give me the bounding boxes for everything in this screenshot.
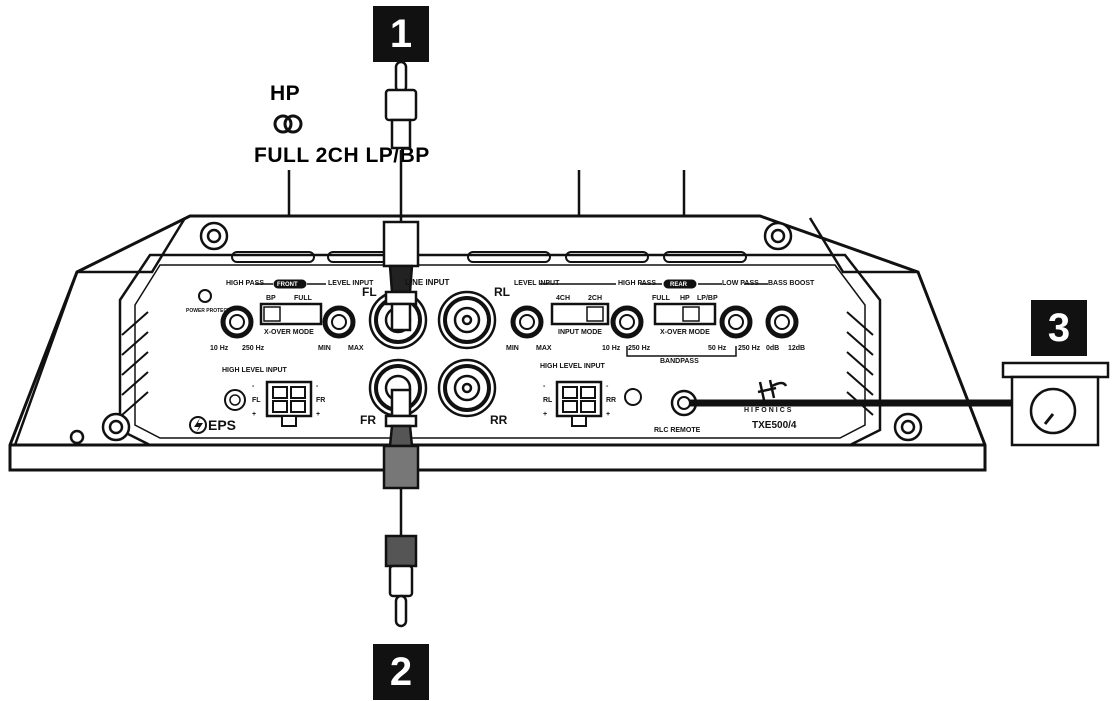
line-rl-label: RL xyxy=(494,285,510,299)
hl-rl-minus: - xyxy=(543,383,546,390)
front-min: MIN xyxy=(318,345,331,352)
hl-fr-label: FR xyxy=(316,397,325,404)
rings-icon xyxy=(273,114,303,134)
front-bp-label: BP xyxy=(266,295,276,302)
amplifier-body xyxy=(8,214,987,472)
rear-max: MAX xyxy=(536,345,552,352)
line-fl-label: FL xyxy=(362,285,377,299)
front-controls xyxy=(198,279,356,427)
line-fr-label: FR xyxy=(360,413,376,427)
callout-1: 1 xyxy=(373,6,429,62)
rear-0db: 0dB xyxy=(766,345,779,352)
power-protect-label: POWER PROTECT xyxy=(186,308,230,314)
rear-controls xyxy=(510,279,799,427)
rear-high-level-input-label: HIGH LEVEL INPUT xyxy=(540,363,606,370)
rca-plug-1 xyxy=(382,60,420,332)
front-xover-mode-label: X-OVER MODE xyxy=(264,329,314,336)
line-rr-label: RR xyxy=(490,413,508,427)
brand-label: HIFONICS xyxy=(744,407,793,414)
eps-bolt-icon xyxy=(189,416,207,434)
rear-bandpass-label: BANDPASS xyxy=(660,358,699,365)
front-high-pass-label: HIGH PASS xyxy=(226,280,264,287)
rear-level-input-label: LEVEL INPUT xyxy=(514,280,560,287)
hl-rr-label: RR xyxy=(606,397,616,404)
rca-jacks xyxy=(368,290,497,418)
rear-2ch-label: 2CH xyxy=(588,295,602,302)
line-input-title: LINE INPUT xyxy=(405,278,450,287)
rear-full-label: FULL xyxy=(652,295,671,302)
hl-fr-plus: + xyxy=(316,411,320,418)
rear-min: MIN xyxy=(506,345,519,352)
hl-fl-label: FL xyxy=(252,397,261,404)
rlc-remote-label: RLC REMOTE xyxy=(654,427,701,434)
rear-xover-mode-label: X-OVER MODE xyxy=(660,329,710,336)
front-high-level-input-label: HIGH LEVEL INPUT xyxy=(222,367,288,374)
front-full-label: FULL xyxy=(294,295,313,302)
hl-rr-plus: + xyxy=(606,411,610,418)
front-hz-low: 10 Hz xyxy=(210,345,229,352)
screw-icons xyxy=(69,221,923,445)
rear-low-pass-label: LOW PASS xyxy=(722,280,759,287)
rear-hz-10: 10 Hz xyxy=(602,345,621,352)
rear-tag: REAR xyxy=(670,282,688,288)
remote-control-icon xyxy=(1001,361,1110,447)
rear-12db: 12dB xyxy=(788,345,805,352)
rear-hp-label: HP xyxy=(680,295,690,302)
rear-hz-50: 50 Hz xyxy=(708,345,727,352)
rear-4ch-label: 4CH xyxy=(556,295,570,302)
hl-fl-plus: + xyxy=(252,411,256,418)
crossover-modes-label: FULL 2CH LP/BP xyxy=(254,144,430,167)
hifonics-logo xyxy=(757,379,788,401)
front-level-input-label: LEVEL INPUT xyxy=(328,280,374,287)
hl-rr-minus: - xyxy=(606,383,609,390)
rear-high-pass-label: HIGH PASS xyxy=(618,280,656,287)
model-label: TXE500/4 xyxy=(752,420,797,431)
front-max: MAX xyxy=(348,345,364,352)
hl-fl-minus: - xyxy=(252,383,255,390)
rear-lpbp-label: LP/BP xyxy=(697,295,718,302)
callout-3: 3 xyxy=(1031,300,1087,356)
callout-2: 2 xyxy=(373,644,429,700)
hl-rl-plus: + xyxy=(543,411,547,418)
rear-hz-250b: 250 Hz xyxy=(738,345,761,352)
hl-rl-label: RL xyxy=(543,397,553,404)
hl-fr-minus: - xyxy=(316,383,319,390)
rear-hz-250: 250 Hz xyxy=(628,345,651,352)
rear-bass-boost-label: BASS BOOST xyxy=(768,280,815,287)
rear-input-mode-label: INPUT MODE xyxy=(558,329,602,336)
front-hz-high: 250 Hz xyxy=(242,345,265,352)
front-tag: FRONT xyxy=(277,282,298,288)
panel-labels: HIGH PASS FRONT LEVEL INPUT BP FULL X-OV… xyxy=(186,278,815,434)
crossover-hp-label: HP xyxy=(270,82,301,105)
eps-label: EPS xyxy=(208,417,236,433)
rca-plug-2 xyxy=(382,388,420,628)
